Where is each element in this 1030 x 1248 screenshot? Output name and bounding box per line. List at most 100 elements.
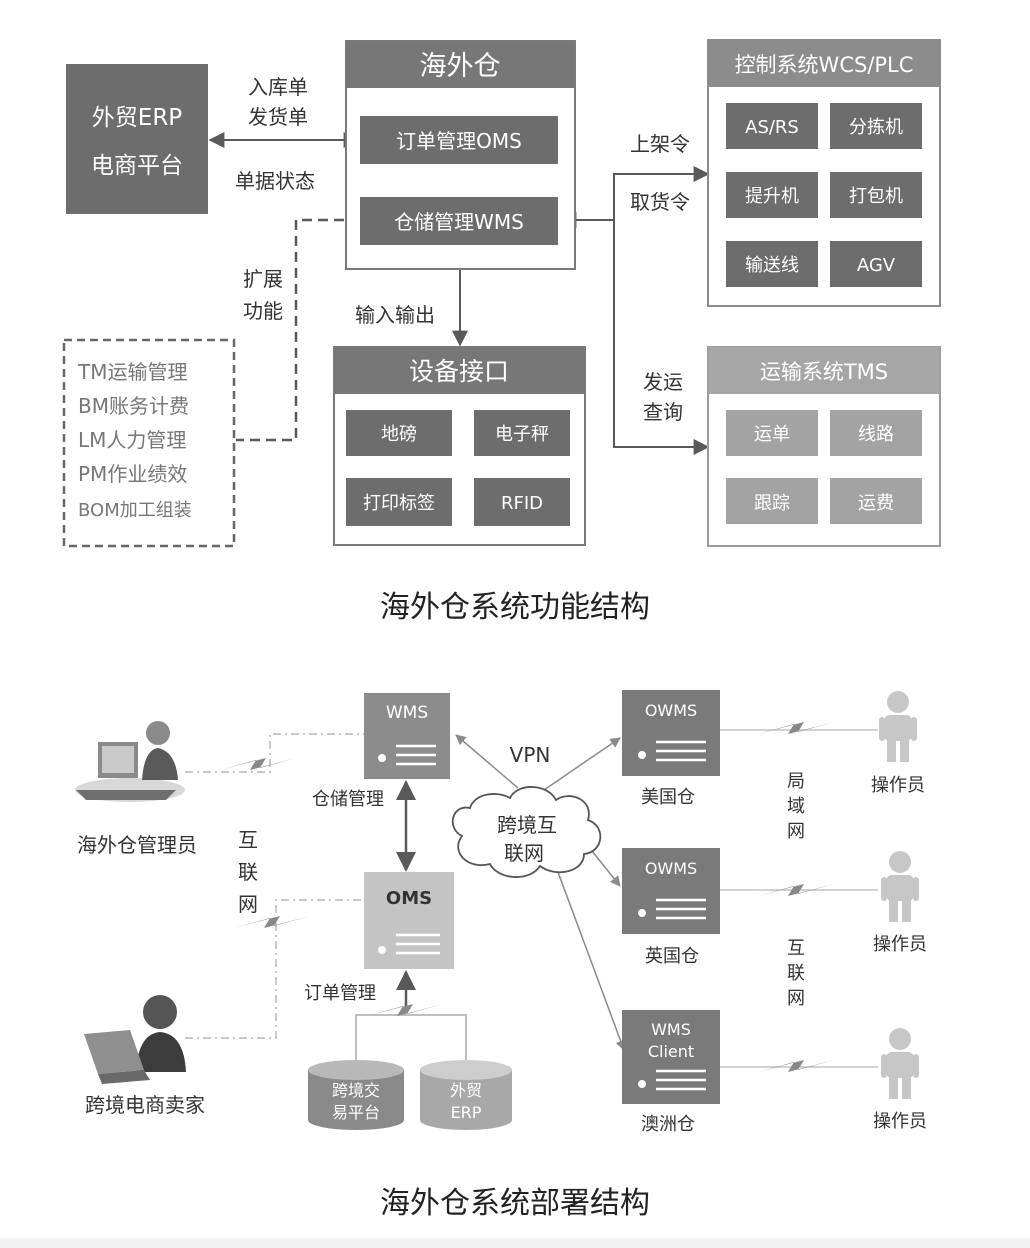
foreign-trade-erp-line2: ERP	[451, 1103, 482, 1122]
tms-item-box	[830, 478, 922, 524]
lan-label-char: 网	[787, 821, 805, 842]
tms-item: 运费	[858, 493, 894, 514]
internet-right-char: 互	[787, 938, 805, 959]
wcs-item: 输送线	[745, 255, 799, 276]
uk-owms-title: OWMS	[645, 859, 697, 878]
oms-module	[360, 116, 558, 164]
wcs-item-box	[726, 172, 818, 218]
shipping-label: 发运	[643, 370, 683, 394]
device-item-box	[474, 478, 570, 526]
tms-item-box	[726, 478, 818, 524]
tms-item: 运单	[754, 424, 790, 445]
top-caption: 海外仓系统功能结构	[380, 590, 650, 625]
au-wms-client-title-line1: WMS	[651, 1020, 691, 1039]
us-owms-server-icon	[622, 690, 720, 776]
device-item-box	[346, 410, 452, 456]
au-warehouse-label: 澳洲仓	[641, 1114, 695, 1135]
operator-person-icon	[879, 691, 917, 762]
device-item: 电子秤	[495, 424, 549, 445]
operator-label: 操作员	[873, 1111, 927, 1132]
device-item-box	[474, 410, 570, 456]
internet-label-char: 互	[238, 828, 258, 852]
wcs-plc-title: 控制系统WCS/PLC	[735, 53, 914, 77]
tms-item-box	[726, 410, 818, 456]
cloud-label-line2: 联网	[504, 841, 544, 865]
bottom-caption: 海外仓系统部署结构	[380, 1186, 650, 1221]
uk-warehouse-label: 英国仓	[645, 946, 699, 967]
oms-server-title: OMS	[386, 888, 432, 909]
device-item: 打印标签	[363, 493, 435, 514]
device-item-box	[346, 478, 452, 526]
wireless-link-icon	[758, 722, 834, 734]
lan-label-char: 局	[787, 771, 805, 792]
wireless-link-icon	[220, 758, 296, 770]
tms-title-bar	[708, 347, 940, 394]
device-interface-title: 设备接口	[409, 357, 509, 386]
foreign-trade-erp-line1: 外贸	[450, 1081, 482, 1100]
operator-person-icon	[881, 851, 919, 922]
internet-right-char: 网	[787, 988, 805, 1009]
vpn-label: VPN	[510, 743, 551, 767]
document-status-label: 单据状态	[235, 169, 315, 193]
seller-label: 跨境电商卖家	[85, 1093, 205, 1117]
wireless-link-icon	[234, 916, 310, 928]
wcs-item: AS/RS	[745, 117, 799, 138]
cross-border-internet-cloud	[451, 786, 602, 878]
device-item: RFID	[501, 493, 543, 514]
trading-platform-line2: 易平台	[332, 1103, 380, 1122]
network-lines	[185, 729, 878, 1068]
erp-line2: 电商平台	[91, 153, 183, 179]
wcs-item-box	[830, 241, 922, 287]
functional-structure-diagram: 外贸ERP 电商平台 入库单 发货单 单据状态 扩展 功能 TM运输管理 BM账…	[62, 39, 941, 625]
tms-item: 跟踪	[754, 493, 790, 514]
warehouse-title: 海外仓	[420, 51, 501, 82]
internet-label-char: 网	[238, 892, 258, 916]
shipping-order-label: 发货单	[248, 105, 308, 129]
wireless-link-icon	[758, 1060, 834, 1072]
wms-server-label: 仓储管理	[312, 789, 384, 810]
erp-box	[66, 64, 208, 214]
retrieve-command-label: 取货令	[630, 190, 690, 214]
wcs-plc-title-bar	[708, 40, 940, 87]
wcs-item: 分拣机	[849, 117, 903, 138]
extension-item: PM作业绩效	[78, 462, 187, 486]
extension-item: BOM加工组装	[78, 500, 192, 521]
bottom-band	[0, 1238, 1030, 1248]
wms-server-title: WMS	[386, 703, 428, 723]
cloud-label-line1: 跨境互	[497, 813, 557, 837]
foreign-trade-erp-database-icon	[420, 1060, 512, 1130]
us-warehouse-label: 美国仓	[641, 787, 695, 808]
wms-module	[360, 197, 558, 245]
io-label: 输入输出	[355, 303, 435, 327]
tms-item: 线路	[858, 424, 894, 445]
wms-server-icon	[364, 693, 450, 779]
internet-label-char: 联	[238, 860, 258, 884]
query-label: 查询	[643, 400, 683, 424]
trading-platform-line1: 跨境交	[332, 1081, 380, 1100]
oms-module-label: 订单管理OMS	[396, 129, 522, 153]
wcs-item-box	[830, 103, 922, 149]
extension-modules-box	[62, 338, 236, 548]
au-wms-client-server-icon	[622, 1010, 720, 1104]
wcs-item-box	[726, 241, 818, 287]
oms-server-label: 订单管理	[304, 983, 376, 1004]
wcs-item: 打包机	[849, 186, 903, 207]
au-wms-client-title-line2: Client	[648, 1042, 694, 1061]
device-interface-title-bar	[334, 347, 585, 394]
warehouse-title-bar	[346, 41, 575, 88]
wcs-item: AGV	[857, 255, 896, 276]
oms-server-icon	[364, 872, 454, 969]
operator-label: 操作员	[871, 775, 925, 796]
extension-label-line1: 扩展	[243, 267, 283, 291]
uk-owms-server-icon	[622, 848, 720, 934]
operator-person-icon	[881, 1028, 919, 1099]
extension-item: LM人力管理	[78, 428, 186, 452]
wcs-item-box	[830, 172, 922, 218]
us-owms-title: OWMS	[645, 701, 697, 720]
internet-right-char: 联	[787, 963, 805, 984]
extension-item: BM账务计费	[78, 394, 189, 418]
inbound-order-label: 入库单	[248, 75, 308, 99]
admin-label: 海外仓管理员	[77, 833, 197, 857]
admin-computer-icon	[75, 721, 185, 802]
